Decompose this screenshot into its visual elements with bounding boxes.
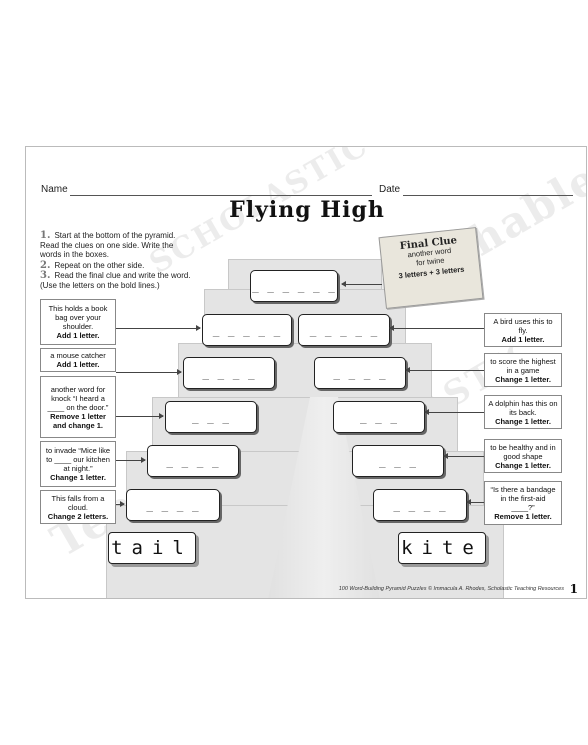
worksheet-page: SCHOLASTIC Teachables SCHOLASTIC Teachab… (25, 146, 587, 599)
instruction-number: 2. (40, 260, 51, 271)
clue-right: to be healthy and in good shape Change 1… (484, 439, 562, 473)
clue-left: This holds a book bag over your shoulder… (40, 299, 116, 345)
clue-arrow (116, 413, 164, 419)
answer-box-final[interactable]: _ _ _ _ _ _ (250, 270, 338, 302)
clue-arrow (405, 367, 484, 373)
clue-arrow (443, 453, 484, 459)
clue-text: to be healthy and in good shape (490, 442, 556, 461)
clue-rule: Change 1 letter. (50, 473, 106, 482)
instruction-text: Read the final clue and write the word. … (40, 271, 191, 290)
answer-box-left[interactable]: _ _ _ _ (126, 489, 220, 521)
answer-box-right[interactable]: _ _ _ (333, 401, 425, 433)
footer-credit: 100 Word-Building Pyramid Puzzles © Imma… (338, 586, 564, 592)
clue-arrow (116, 501, 125, 507)
instruction-2: 2.Repeat on the other side. (40, 261, 190, 271)
worksheet-title: Flying High (229, 197, 385, 223)
clue-left: to invade “Mice like to ____ our kitchen… (40, 441, 116, 487)
page-number: 1 (569, 582, 578, 596)
instruction-1: 1.Start at the bottom of the pyramid. Re… (40, 231, 190, 260)
clue-text: to invade “Mice like to ____ our kitchen… (45, 446, 111, 473)
clue-arrow (466, 499, 484, 505)
final-clue-arrow (341, 281, 382, 287)
instruction-number: 3. (40, 270, 51, 281)
clue-text: A dolphin has this on its back. (488, 398, 558, 417)
clue-right: A dolphin has this on its back. Change 1… (484, 395, 562, 429)
name-label: Name (41, 184, 68, 195)
clue-text: “Is there a bandage in the first-aid ___… (490, 485, 556, 512)
start-word-left: tail (108, 532, 196, 564)
clue-left: This falls from a cloud. Change 2 letter… (40, 490, 116, 524)
answer-box-right[interactable]: _ _ _ _ _ (298, 314, 390, 346)
instruction-text: Start at the bottom of the pyramid. Read… (40, 231, 176, 259)
clue-text: a mouse catcher (50, 351, 106, 360)
instruction-3: 3.Read the final clue and write the word… (40, 271, 200, 290)
answer-box-right[interactable]: _ _ _ _ (314, 357, 406, 389)
clue-rule: Add 1 letter. (56, 360, 100, 369)
clue-rule: Change 1 letter. (495, 374, 551, 384)
answer-box-left[interactable]: _ _ _ _ _ (202, 314, 292, 346)
clue-text: This holds a book bag over your shoulder… (48, 304, 108, 331)
answer-box-left[interactable]: _ _ _ _ (147, 445, 239, 477)
clue-rule: Add 1 letter. (56, 331, 100, 340)
answer-box-right[interactable]: _ _ _ _ (373, 489, 467, 521)
clue-rule: Change 2 letters. (47, 511, 109, 521)
clue-rule: Change 1 letter. (495, 460, 551, 470)
clue-text: A bird uses this to fly. (493, 316, 553, 335)
clue-arrow (389, 325, 484, 331)
clue-arrow (424, 409, 484, 415)
clue-left: another word for knock “I heard a ____ o… (40, 376, 116, 438)
clue-arrow (116, 325, 201, 331)
start-word-right: kite (398, 532, 486, 564)
answer-box-left[interactable]: _ _ _ _ (183, 357, 275, 389)
clue-rule: Remove 1 letter. (494, 512, 552, 521)
answer-box-right[interactable]: _ _ _ (352, 445, 444, 477)
clue-rule: Remove 1 letter and change 1. (50, 411, 106, 430)
instruction-text: Repeat on the other side. (54, 261, 145, 270)
clue-text: to score the highest in a game (490, 356, 556, 375)
date-line[interactable] (403, 195, 573, 196)
date-label: Date (379, 184, 401, 195)
clue-text: another word for knock “I heard a ____ o… (47, 384, 109, 412)
clue-rule: Add 1 letter. (501, 334, 545, 344)
final-clue-sign: Final Clue another word for twine 3 lett… (378, 227, 484, 309)
clue-right: “Is there a bandage in the first-aid ___… (484, 481, 562, 525)
name-line[interactable] (70, 195, 372, 196)
instruction-number: 1. (40, 230, 51, 241)
clue-arrow (116, 369, 182, 375)
answer-box-left[interactable]: _ _ _ (165, 401, 257, 433)
clue-rule: Change 1 letter. (495, 416, 551, 426)
clue-arrow (116, 457, 146, 463)
clue-right: A bird uses this to fly. Add 1 letter. (484, 313, 562, 347)
clue-right: to score the highest in a game Change 1 … (484, 353, 562, 387)
clue-text: This falls from a cloud. (51, 493, 105, 512)
clue-left: a mouse catcher Add 1 letter. (40, 348, 116, 372)
